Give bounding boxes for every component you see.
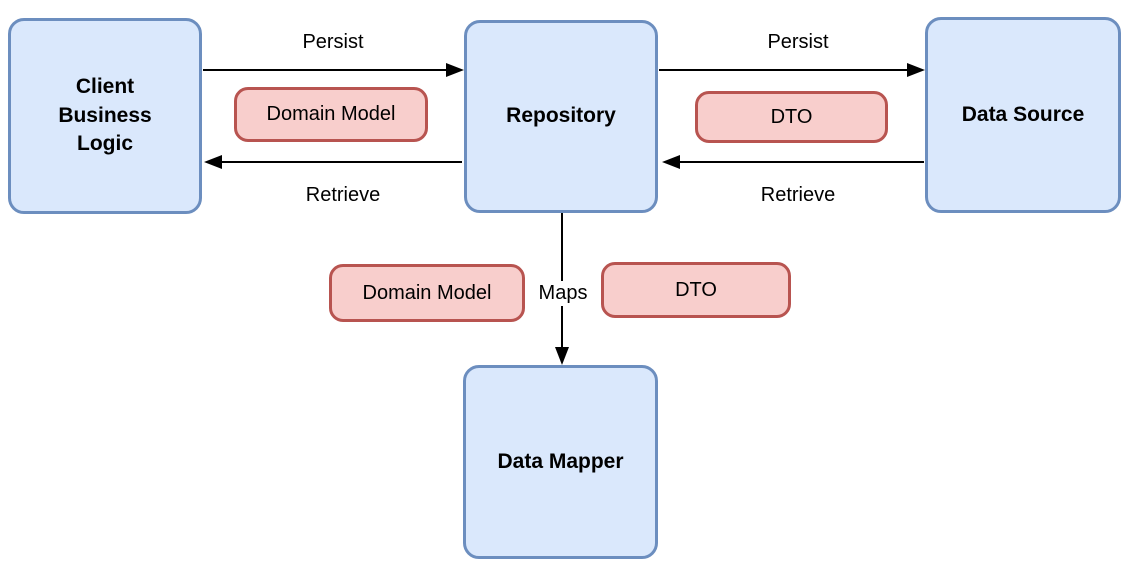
retrieve-left-arrow (204, 155, 462, 169)
edge-label-persist-right: Persist (767, 31, 829, 53)
pill-label: Domain Model (266, 103, 396, 125)
pill-label: Domain Model (362, 281, 492, 304)
pill-domain-model-bottom: Domain Model (329, 264, 525, 322)
node-label: Repository (506, 104, 616, 128)
persist-right-arrow (659, 63, 925, 77)
pill-dto-bottom: DTO (601, 262, 791, 318)
node-repository: Repository (464, 20, 658, 213)
edge-label-persist-left: Persist (302, 31, 364, 53)
pill-dto-top: DTO (695, 91, 888, 143)
node-data-mapper: Data Mapper (463, 365, 658, 559)
arrowhead-right-icon (446, 63, 464, 77)
arrowhead-left-icon (662, 155, 680, 169)
retrieve-right-arrow (662, 155, 924, 169)
arrowhead-right-icon (907, 63, 925, 77)
node-data-source: Data Source (925, 17, 1121, 213)
pill-domain-model-top: Domain Model (234, 87, 428, 142)
node-label: Data Source (961, 102, 1085, 126)
node-label: Data Mapper (497, 449, 624, 473)
persist-left-arrow (203, 63, 464, 77)
pill-label: DTO (770, 105, 813, 128)
edge-label-maps: Maps (531, 281, 595, 306)
arrowhead-down-icon (555, 347, 569, 365)
pill-label: DTO (675, 278, 717, 301)
edge-label-retrieve-left: Retrieve (305, 184, 381, 206)
node-client-business-logic: Client Business Logic (8, 18, 202, 214)
arrowhead-left-icon (204, 155, 222, 169)
edge-label-retrieve-right: Retrieve (760, 184, 836, 206)
node-label: Client Business Logic (58, 75, 152, 156)
